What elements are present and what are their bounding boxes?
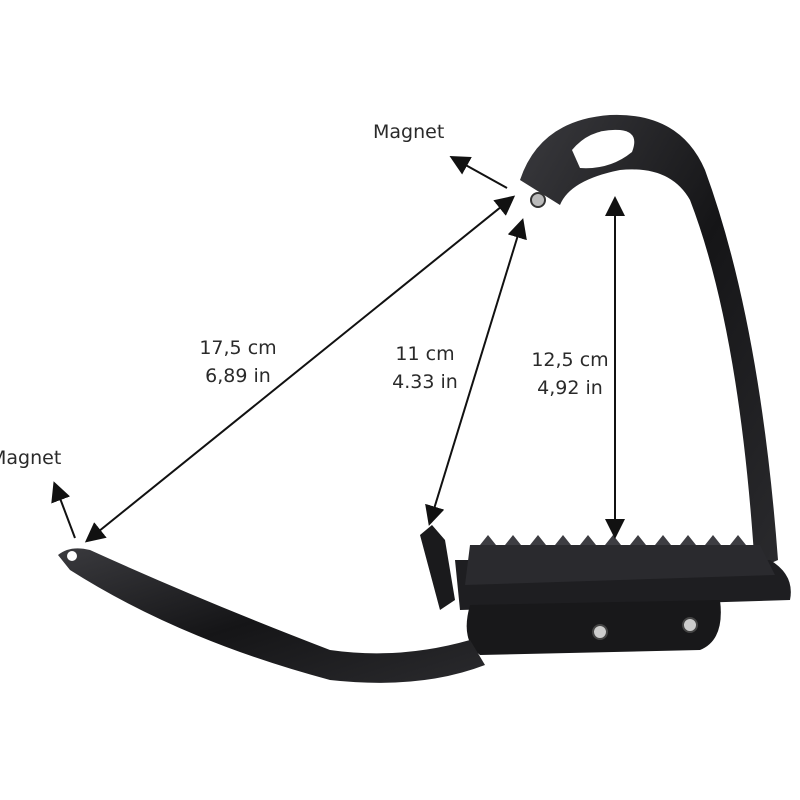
dimension-label-diagonal: 17,5 cm 6,89 in: [192, 334, 284, 390]
stirrup-arch: [520, 114, 778, 570]
magnet-top-label: Magnet: [373, 121, 445, 143]
stirrup-footbed: [420, 525, 791, 655]
release-lever: [420, 525, 455, 610]
dimension-line-11cm: [425, 218, 527, 526]
dimension-cm: 12,5 cm: [531, 349, 609, 371]
magnet-top-dot: [530, 192, 546, 208]
magnet-left-pointer: [51, 481, 76, 539]
magnet-top-pointer: [449, 156, 508, 189]
screw-icon: [592, 624, 608, 640]
stirrup-opening-arm: [58, 548, 485, 683]
measurement-lines: [51, 156, 625, 543]
dimension-in: 4.33 in: [392, 371, 458, 393]
dimension-label-height-inner: 11 cm 4.33 in: [385, 340, 465, 396]
dimension-label-height: 12,5 cm 4,92 in: [525, 346, 615, 402]
dimension-cm: 11 cm: [395, 343, 455, 365]
magnet-left-label: Magnet: [0, 447, 62, 469]
dimension-in: 4,92 in: [537, 377, 603, 399]
screw-icon: [682, 617, 698, 633]
dimension-in: 6,89 in: [205, 365, 271, 387]
dimension-cm: 17,5 cm: [199, 337, 277, 359]
